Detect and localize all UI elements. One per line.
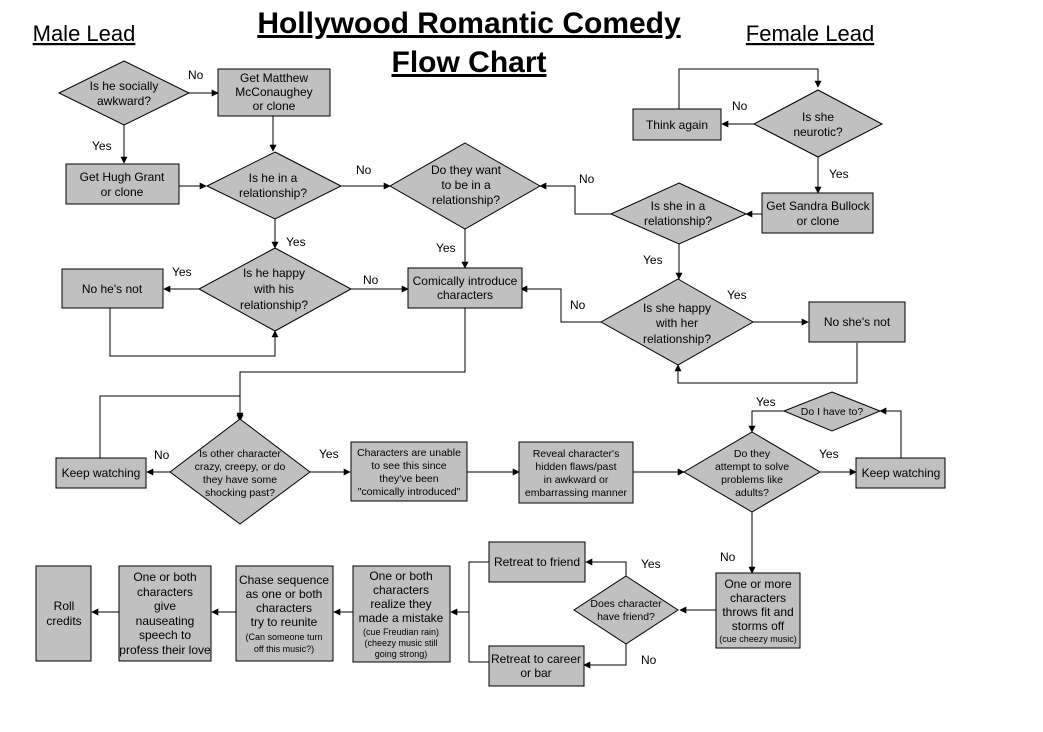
edge-keep-watching-loop xyxy=(99,395,244,458)
label-she-happy-yes: Yes xyxy=(727,288,747,302)
svg-text:(cue Freudian rain)(cheezy mus: (cue Freudian rain)(cheezy music stillgo… xyxy=(363,627,439,659)
node-keep-watching-right: Keep watching xyxy=(855,457,946,489)
label-crazy-yes: Yes xyxy=(319,447,339,461)
label-she-rel-yes: Yes xyxy=(643,253,663,267)
svg-text:No he's not: No he's not xyxy=(82,282,143,296)
label-awkward-yes: Yes xyxy=(92,139,112,153)
node-no-shes-not: No she's not xyxy=(808,301,906,343)
svg-text:No she's not: No she's not xyxy=(824,315,891,329)
label-neurotic-no: No xyxy=(732,99,748,113)
connectors xyxy=(91,68,902,669)
label-have-to-yes: Yes xyxy=(756,395,776,409)
svg-text:Keep watching: Keep watching xyxy=(62,466,141,480)
label-she-happy-no: No xyxy=(570,298,586,312)
node-retreat-to-friend: Retreat to friend xyxy=(488,541,586,583)
label-solve-yes: Yes xyxy=(819,447,839,461)
label-she-rel-no: No xyxy=(579,172,595,186)
label-friend-yes: Yes xyxy=(641,557,661,571)
male-lead-heading: Male Lead xyxy=(33,21,136,46)
svg-text:Think again: Think again xyxy=(646,118,708,132)
chart-title-line2: Flow Chart xyxy=(392,46,547,79)
label-he-rel-yes: Yes xyxy=(286,235,306,249)
chart-title-line1: Hollywood Romantic Comedy xyxy=(257,7,681,40)
node-keep-watching-left: Keep watching xyxy=(55,457,147,489)
label-crazy-no: No xyxy=(154,448,170,462)
svg-text:Keep watching: Keep watching xyxy=(862,466,941,480)
svg-text:Retreat to friend: Retreat to friend xyxy=(494,555,580,569)
label-neurotic-yes: Yes xyxy=(829,167,849,181)
label-friend-no: No xyxy=(641,653,657,667)
edge-have-to-to-solve xyxy=(748,410,784,433)
edge-labels: No Yes No Yes Yes No Yes No Yes Yes No N… xyxy=(92,68,849,667)
edge-she-relationship-to-want xyxy=(539,182,611,215)
label-awkward-no: No xyxy=(188,68,204,82)
node-no-hes-not: No he's not xyxy=(61,268,164,309)
label-he-happy-no: No xyxy=(363,273,379,287)
label-solve-no: No xyxy=(720,550,736,564)
edge-no-hes-not-loop xyxy=(109,308,279,357)
edge-retreats-to-realize xyxy=(451,561,489,663)
edge-think-again-loop xyxy=(678,68,822,109)
edge-keep-watching-to-have-to xyxy=(879,407,902,458)
label-he-rel-no: No xyxy=(356,163,372,177)
edge-no-shes-not-loop xyxy=(674,343,858,384)
label-want-yes: Yes xyxy=(436,241,456,255)
edge-friend-to-retreat-friend xyxy=(585,558,627,578)
node-think-again: Think again xyxy=(632,108,722,141)
female-lead-heading: Female Lead xyxy=(746,21,874,46)
edge-she-happy-to-introduce xyxy=(520,285,601,323)
edge-friend-to-retreat-career xyxy=(583,644,627,669)
svg-text:Do I have to?: Do I have to? xyxy=(801,406,864,418)
label-he-happy-yes: Yes xyxy=(172,265,192,279)
svg-text:(cue cheezy music): (cue cheezy music) xyxy=(719,634,797,644)
node-do-i-have-to: Do I have to? xyxy=(782,391,882,432)
